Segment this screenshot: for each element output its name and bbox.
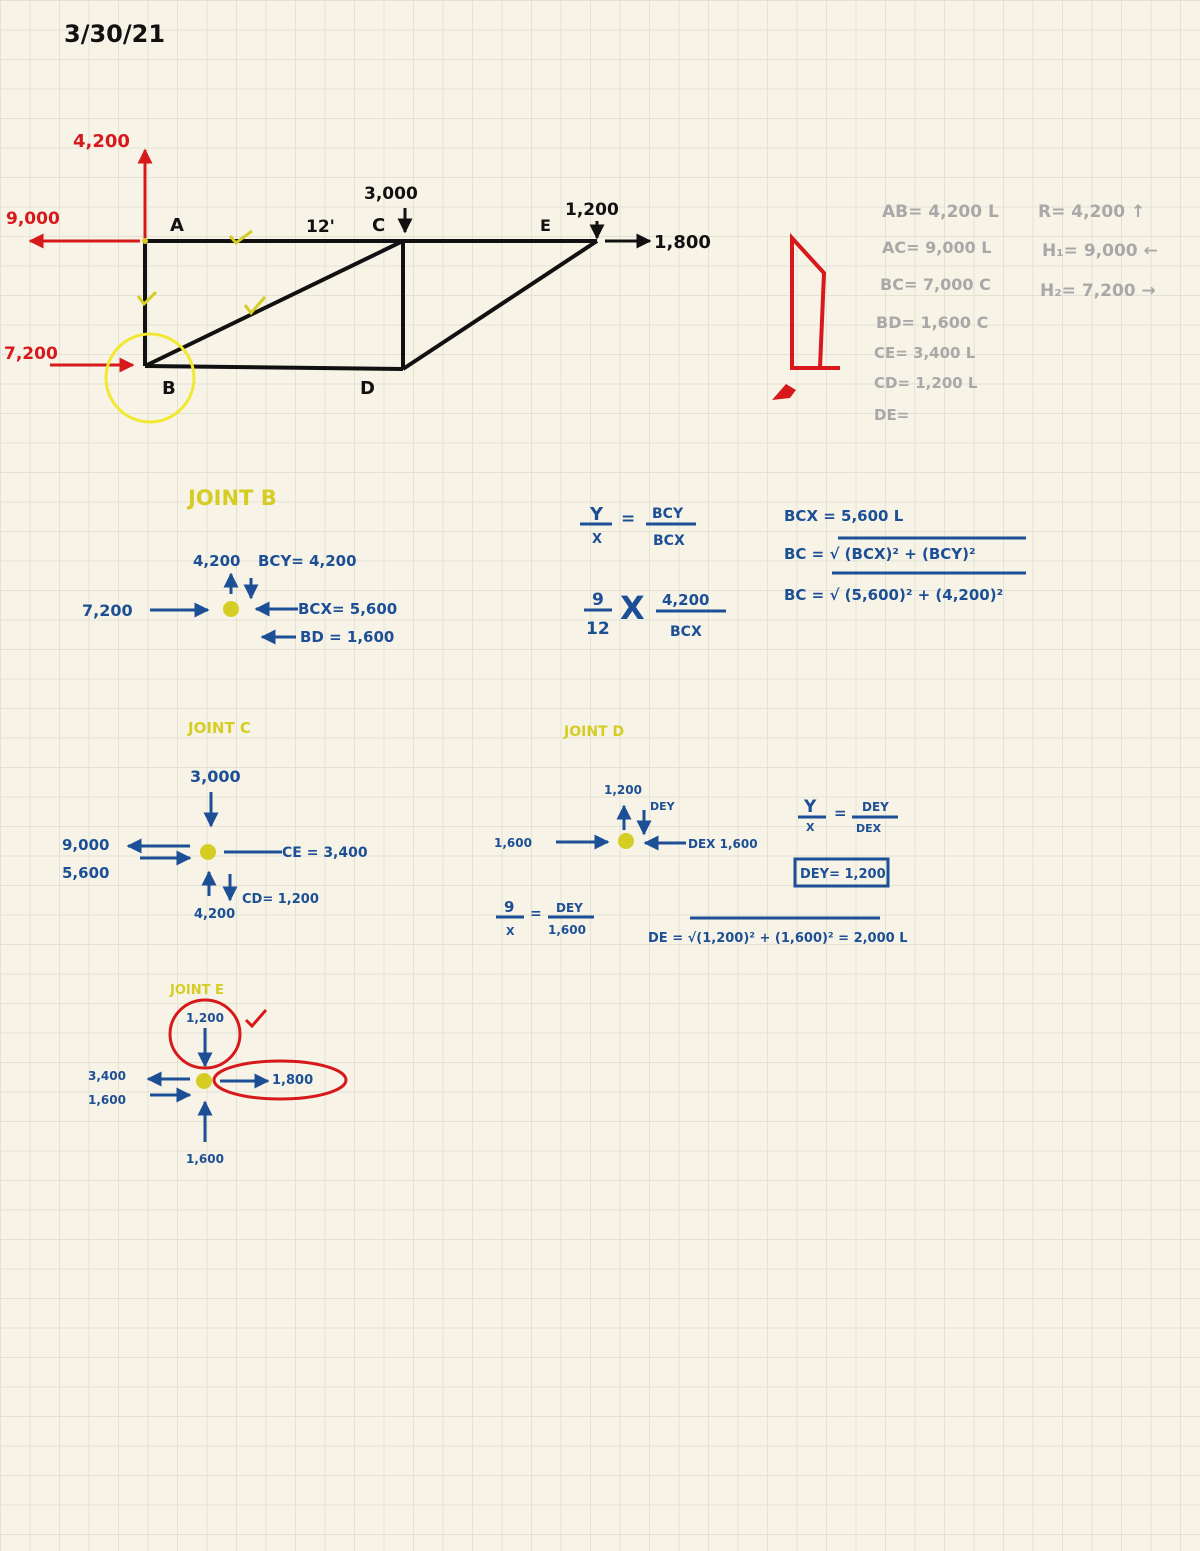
bc-calc-line-1: BCX = 5,600 L <box>784 507 904 525</box>
node-label-e: E <box>540 216 551 235</box>
load-e-right-label: 1,800 <box>654 232 711 253</box>
joint-d-frac-nine: 9 <box>504 898 514 916</box>
member-bc <box>144 239 404 368</box>
bc-calc-line-2: BC = √ (BCX)² + (BCY)² <box>784 545 976 563</box>
joint-b-bcy: BCY= 4,200 <box>258 552 357 570</box>
joint-c-cd: CD= 1,200 <box>242 892 319 907</box>
joint-d-boxed-answer: DEY= 1,200 <box>800 867 886 882</box>
red-scribble-icon <box>772 384 796 400</box>
joint-c-dot <box>200 844 216 860</box>
joint-d-top-value: 1,200 <box>604 783 642 797</box>
joint-d-dot <box>618 833 634 849</box>
member-de <box>401 239 599 371</box>
joint-d-title: JOINT D <box>563 724 624 740</box>
summary-ce: CE= 3,400 L <box>874 344 976 362</box>
ratio-bcx: BCX <box>653 533 685 549</box>
dimension-label: 12' <box>306 217 335 237</box>
joint-b-bcx: BCX= 5,600 <box>298 600 397 618</box>
summary-cd: CD= 1,200 L <box>874 374 978 392</box>
joint-d-ratio-equals: = <box>834 804 847 822</box>
member-bd <box>144 364 404 371</box>
load-e-down-label: 1,200 <box>565 200 619 220</box>
bc-calc-line-3: BC = √ (5,600)² + (4,200)² <box>784 586 1003 604</box>
frac-value: 4,200 <box>662 591 709 609</box>
joint-b-up-value: 4,200 <box>193 552 240 570</box>
cross-multiply-sign: X <box>620 589 645 627</box>
summary-reaction: R= 4,200 ↑ <box>1038 202 1145 222</box>
date-label: 3/30/21 <box>64 20 165 48</box>
joint-c-title: JOINT C <box>187 719 251 737</box>
joint-c-bottom-value: 4,200 <box>194 907 235 922</box>
ratio-y: Y <box>589 504 604 525</box>
joint-c-fbd: JOINT C 3,000 9,000 5,600 CE = 3,400 CD=… <box>62 719 368 922</box>
ratio-x: X <box>592 532 602 547</box>
joint-b-highlight-circle <box>104 332 196 424</box>
joint-e-title: JOINT E <box>169 983 224 998</box>
check-mark-bc <box>243 296 267 316</box>
joint-d-fbd: JOINT D 1,200 DEY 1,600 DEX 1,600 Y X = … <box>494 724 908 946</box>
joint-d-ratio-x: X <box>806 821 815 834</box>
joint-e-left-value-1: 3,400 <box>88 1069 126 1083</box>
joint-d-ratio-dex: DEX <box>856 822 882 835</box>
summary-h2: H₂= 7,200 → <box>1040 281 1156 301</box>
joint-b-left-value: 7,200 <box>82 601 133 620</box>
node-label-c: C <box>372 215 385 236</box>
summary-ab: AB= 4,200 L <box>882 202 999 222</box>
joint-c-left-value-1: 9,000 <box>62 836 109 854</box>
bc-calculation: BCX = 5,600 L BC = √ (BCX)² + (BCY)² BC … <box>784 507 1026 604</box>
load-a-up-label: 4,200 <box>73 131 130 152</box>
ratio-equals: = <box>621 509 635 529</box>
load-c-down-label: 3,000 <box>364 184 418 204</box>
check-mark-ab <box>136 290 158 307</box>
joint-d-left-value: 1,600 <box>494 836 532 850</box>
joint-e-right-value: 1,800 <box>272 1073 313 1088</box>
joint-a-dot <box>142 238 148 244</box>
joint-b-title: JOINT B <box>186 486 277 510</box>
load-b-right-label: 7,200 <box>4 344 58 364</box>
joint-b-bd: BD = 1,600 <box>300 628 394 646</box>
joint-e-check-mark <box>244 1009 268 1029</box>
joint-e-top-value: 1,200 <box>186 1011 224 1025</box>
joint-e-bottom-value: 1,600 <box>186 1152 224 1166</box>
joint-d-dey: DEY <box>650 800 676 813</box>
check-mark-ac <box>228 229 253 246</box>
joint-c-left-value-2: 5,600 <box>62 864 109 882</box>
joint-d-frac-equals: = <box>530 906 542 922</box>
summary-bc: BC= 7,000 C <box>880 275 991 294</box>
joint-e-fbd: JOINT E 1,200 1,800 3,400 1,600 1,600 <box>88 983 348 1166</box>
joint-c-down-value: 3,000 <box>190 767 241 786</box>
truss-diagram: A B C D E 12' 4,200 9,000 7,200 3,000 1,… <box>4 131 711 424</box>
joint-e-top-highlight <box>168 998 242 1070</box>
joint-d-de-equation: DE = √(1,200)² + (1,600)² = 2,000 L <box>648 931 908 946</box>
joint-d-ratio-y: Y <box>803 797 817 817</box>
summary-ac: AC= 9,000 L <box>882 238 991 257</box>
joint-e-right-highlight <box>212 1059 348 1101</box>
joint-d-frac-dey: DEY <box>556 901 583 915</box>
ratio-calculation: Y X = BCY BCX 9 12 X 4,200 BCX <box>580 504 726 640</box>
frac-twelve: 12 <box>586 619 610 639</box>
joint-d-frac-value: 1,600 <box>548 923 586 937</box>
frac-nine: 9 <box>592 590 604 610</box>
node-label-a: A <box>170 215 184 236</box>
joint-d-frac-x: X <box>506 925 515 938</box>
node-label-d: D <box>360 378 375 399</box>
frac-bcx: BCX <box>670 624 702 640</box>
joint-e-left-value-2: 1,600 <box>88 1093 126 1107</box>
joint-e-dot <box>196 1073 212 1089</box>
red-sketch-shape <box>790 232 840 370</box>
ratio-bcy: BCY <box>652 506 684 522</box>
load-a-left-label: 9,000 <box>6 209 60 229</box>
summary-de: DE= <box>874 406 909 424</box>
joint-b-fbd: JOINT B 4,200 BCY= 4,200 7,200 BCX= 5,60… <box>82 486 397 646</box>
joint-c-ce: CE = 3,400 <box>282 845 368 861</box>
joint-d-ratio-dey: DEY <box>862 800 889 814</box>
summary-bd: BD= 1,600 C <box>876 313 988 332</box>
joint-d-answer-box <box>793 857 890 888</box>
summary-h1: H₁= 9,000 ← <box>1042 241 1158 261</box>
member-force-summary: AB= 4,200 L AC= 9,000 L BC= 7,000 C BD= … <box>874 202 1158 424</box>
joint-d-dex: DEX 1,600 <box>688 837 758 851</box>
joint-b-dot <box>223 601 239 617</box>
node-label-b: B <box>162 378 176 399</box>
